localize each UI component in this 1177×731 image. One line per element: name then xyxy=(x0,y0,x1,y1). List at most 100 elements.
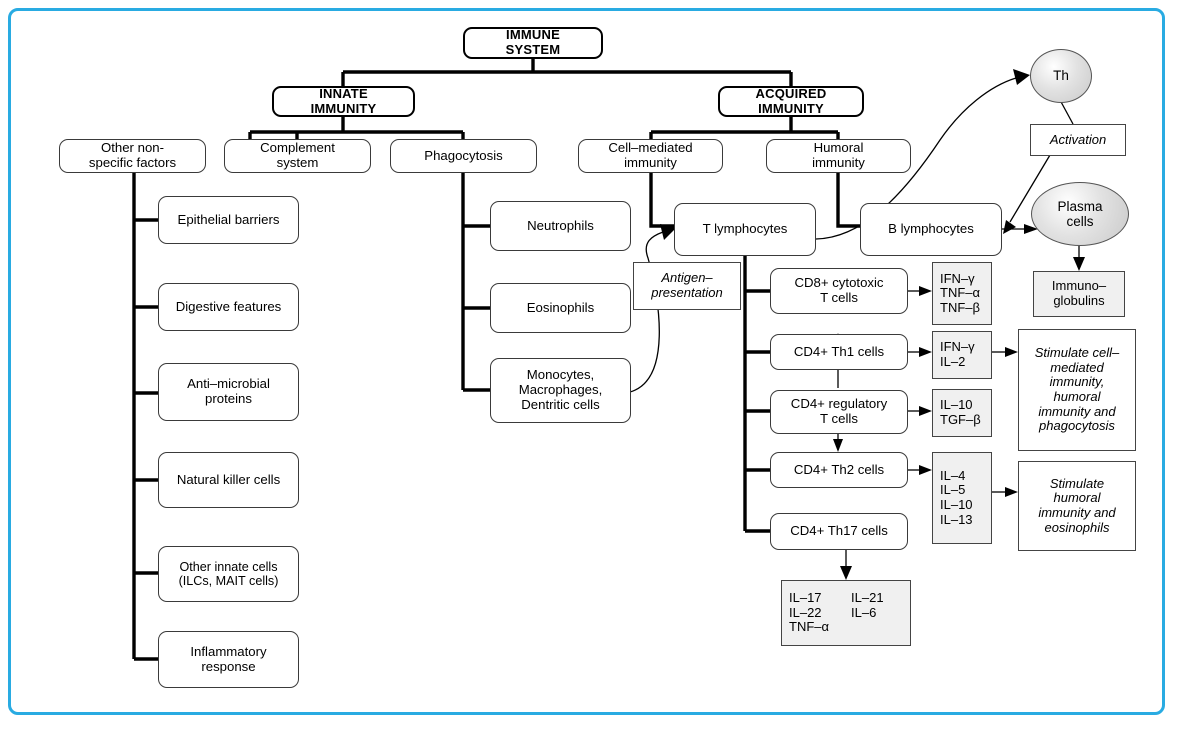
cytokine-box-th1: IFN–γ IL–2 xyxy=(932,331,992,379)
th17-cytokine-col1: IL–17 IL–22 TNF–α xyxy=(789,590,830,635)
cytokine-box-treg: IL–10 TGF–β xyxy=(932,389,992,437)
node-other-nonspecific-factors: Other non- specific factors xyxy=(59,139,206,173)
th1-cytokine-1: IL–2 xyxy=(940,354,966,369)
humoral-line2: immunity xyxy=(812,155,865,170)
cytokine-box-th2: IL–4 IL–5 IL–10 IL–13 xyxy=(932,452,992,544)
inflammatory-line1: Inflammatory xyxy=(190,643,267,659)
th1-cytokine-0: IFN–γ xyxy=(940,339,975,355)
node-cd4-th1-cells: CD4+ Th1 cells xyxy=(770,334,908,370)
cd8-line1: CD8+ cytotoxic xyxy=(794,275,884,291)
other-innate-line2: (ILCs, MAIT cells) xyxy=(178,574,279,588)
node-cd4-regulatory-t-cells: CD4+ regulatory T cells xyxy=(770,390,908,434)
innate-line2: IMMUNITY xyxy=(310,100,377,116)
node-th-cell: Th xyxy=(1030,49,1092,103)
effect-box-th1: Stimulate cell– mediated immunity, humor… xyxy=(1018,329,1136,451)
node-humoral-immunity: Humoral immunity xyxy=(766,139,911,173)
cd8-line2: T cells xyxy=(820,290,858,305)
node-natural-killer-cells: Natural killer cells xyxy=(158,452,299,508)
monocytes-line3: Dentritic cells xyxy=(521,396,600,412)
plasma-line1: Plasma xyxy=(1057,198,1103,214)
digestive-label: Digestive features xyxy=(175,298,282,314)
node-epithelial-barriers: Epithelial barriers xyxy=(158,196,299,244)
immunoglobulins-line1: Immuno– xyxy=(1051,278,1107,294)
complement-line1: Complement xyxy=(260,140,335,156)
node-innate-immunity: INNATE IMMUNITY xyxy=(272,86,415,117)
phagocytosis-label: Phagocytosis xyxy=(424,147,503,163)
acquired-line1: ACQUIRED xyxy=(755,85,827,101)
node-anti-microbial-proteins: Anti–microbial proteins xyxy=(158,363,299,421)
node-immune-system: IMMUNE SYSTEM xyxy=(463,27,603,59)
th2-effect-3: eosinophils xyxy=(1044,519,1110,535)
antimicrobial-line2: proteins xyxy=(205,391,252,406)
nonspecific-line1: Other non- xyxy=(100,140,165,156)
th2-cytokine-2: IL–10 xyxy=(940,497,973,512)
neutrophils-label: Neutrophils xyxy=(527,217,594,233)
immunoglobulins-line2: globulins xyxy=(1053,293,1105,308)
nk-label: Natural killer cells xyxy=(176,471,281,487)
node-b-lymphocytes: B lymphocytes xyxy=(860,203,1002,256)
other-innate-line1: Other innate cells xyxy=(179,559,278,574)
immune-system-line2: SYSTEM xyxy=(505,42,561,57)
cd8-cytokine-2: TNF–β xyxy=(940,299,980,315)
treg-line2: T cells xyxy=(820,411,858,426)
th17-cytokine-3: IL–21 xyxy=(851,590,884,606)
th2-effect-2: immunity and xyxy=(1038,505,1116,520)
treg-cytokine-0: IL–10 xyxy=(940,397,973,413)
node-cd4-th2-cells: CD4+ Th2 cells xyxy=(770,452,908,488)
plasma-line2: cells xyxy=(1066,214,1094,229)
figure-border xyxy=(8,8,1165,715)
epithelial-label: Epithelial barriers xyxy=(177,211,280,227)
cytokine-box-th17: IL–17 IL–22 TNF–α IL–21 IL–6 xyxy=(781,580,911,646)
th17-cytokine-4: IL–6 xyxy=(851,604,877,620)
antimicrobial-line1: Anti–microbial xyxy=(187,376,270,392)
humoral-line1: Humoral xyxy=(813,140,864,156)
monocytes-line2: Macrophages, xyxy=(518,382,603,398)
antigen-line2: presentation xyxy=(651,285,723,300)
th2-cytokine-1: IL–5 xyxy=(940,482,966,498)
node-cd8-cytotoxic-t-cells: CD8+ cytotoxic T cells xyxy=(770,268,908,314)
th2-label: CD4+ Th2 cells xyxy=(793,461,885,477)
th2-effect-0: Stimulate xyxy=(1049,475,1105,491)
th2-effect-1: humoral xyxy=(1053,490,1101,506)
nonspecific-line2: specific factors xyxy=(88,155,177,170)
node-complement-system: Complement system xyxy=(224,139,371,173)
treg-line1: CD4+ regulatory xyxy=(790,396,888,412)
node-monocytes-macrophages: Monocytes, Macrophages, Dentritic cells xyxy=(490,358,631,423)
inflammatory-line2: response xyxy=(201,658,256,674)
th-label: Th xyxy=(1053,68,1069,84)
node-immunoglobulins: Immuno– globulins xyxy=(1033,271,1125,317)
immune-system-line1: IMMUNE xyxy=(506,27,560,43)
t-lymphocytes-label: T lymphocytes xyxy=(702,221,788,237)
node-activation: Activation xyxy=(1030,124,1126,156)
treg-cytokine-1: TGF–β xyxy=(940,412,981,427)
activation-label: Activation xyxy=(1049,131,1107,147)
th17-cytokine-2: TNF–α xyxy=(789,619,830,635)
node-plasma-cells: Plasma cells xyxy=(1031,182,1129,246)
node-cd4-th17-cells: CD4+ Th17 cells xyxy=(770,513,908,550)
node-neutrophils: Neutrophils xyxy=(490,201,631,251)
node-phagocytosis: Phagocytosis xyxy=(390,139,537,173)
cd8-cytokine-1: TNF–α xyxy=(940,285,981,301)
node-t-lymphocytes: T lymphocytes xyxy=(674,203,816,256)
th2-cytokine-3: IL–13 xyxy=(940,511,973,527)
antigen-line1: Antigen– xyxy=(661,270,713,286)
cellmediated-line1: Cell–mediated xyxy=(608,140,693,156)
effect-box-th2: Stimulate humoral immunity and eosinophi… xyxy=(1018,461,1136,551)
eosinophils-label: Eosinophils xyxy=(526,299,595,315)
node-digestive-features: Digestive features xyxy=(158,283,299,331)
cd8-cytokine-0: IFN–γ xyxy=(940,270,975,286)
cellmediated-line2: immunity xyxy=(624,155,677,170)
node-antigen-presentation: Antigen– presentation xyxy=(633,262,741,310)
acquired-line2: IMMUNITY xyxy=(758,100,824,116)
th1-label: CD4+ Th1 cells xyxy=(793,343,885,359)
innate-line1: INNATE xyxy=(319,85,368,101)
th1-effect-1: mediated xyxy=(1050,359,1104,375)
th1-effect-5: phagocytosis xyxy=(1039,418,1115,434)
node-inflammatory-response: Inflammatory response xyxy=(158,631,299,688)
b-lymphocytes-label: B lymphocytes xyxy=(888,221,974,237)
node-cell-mediated-immunity: Cell–mediated immunity xyxy=(578,139,723,173)
th1-effect-3: humoral xyxy=(1053,389,1101,404)
monocytes-line1: Monocytes, xyxy=(526,367,595,383)
complement-line2: system xyxy=(276,155,319,170)
